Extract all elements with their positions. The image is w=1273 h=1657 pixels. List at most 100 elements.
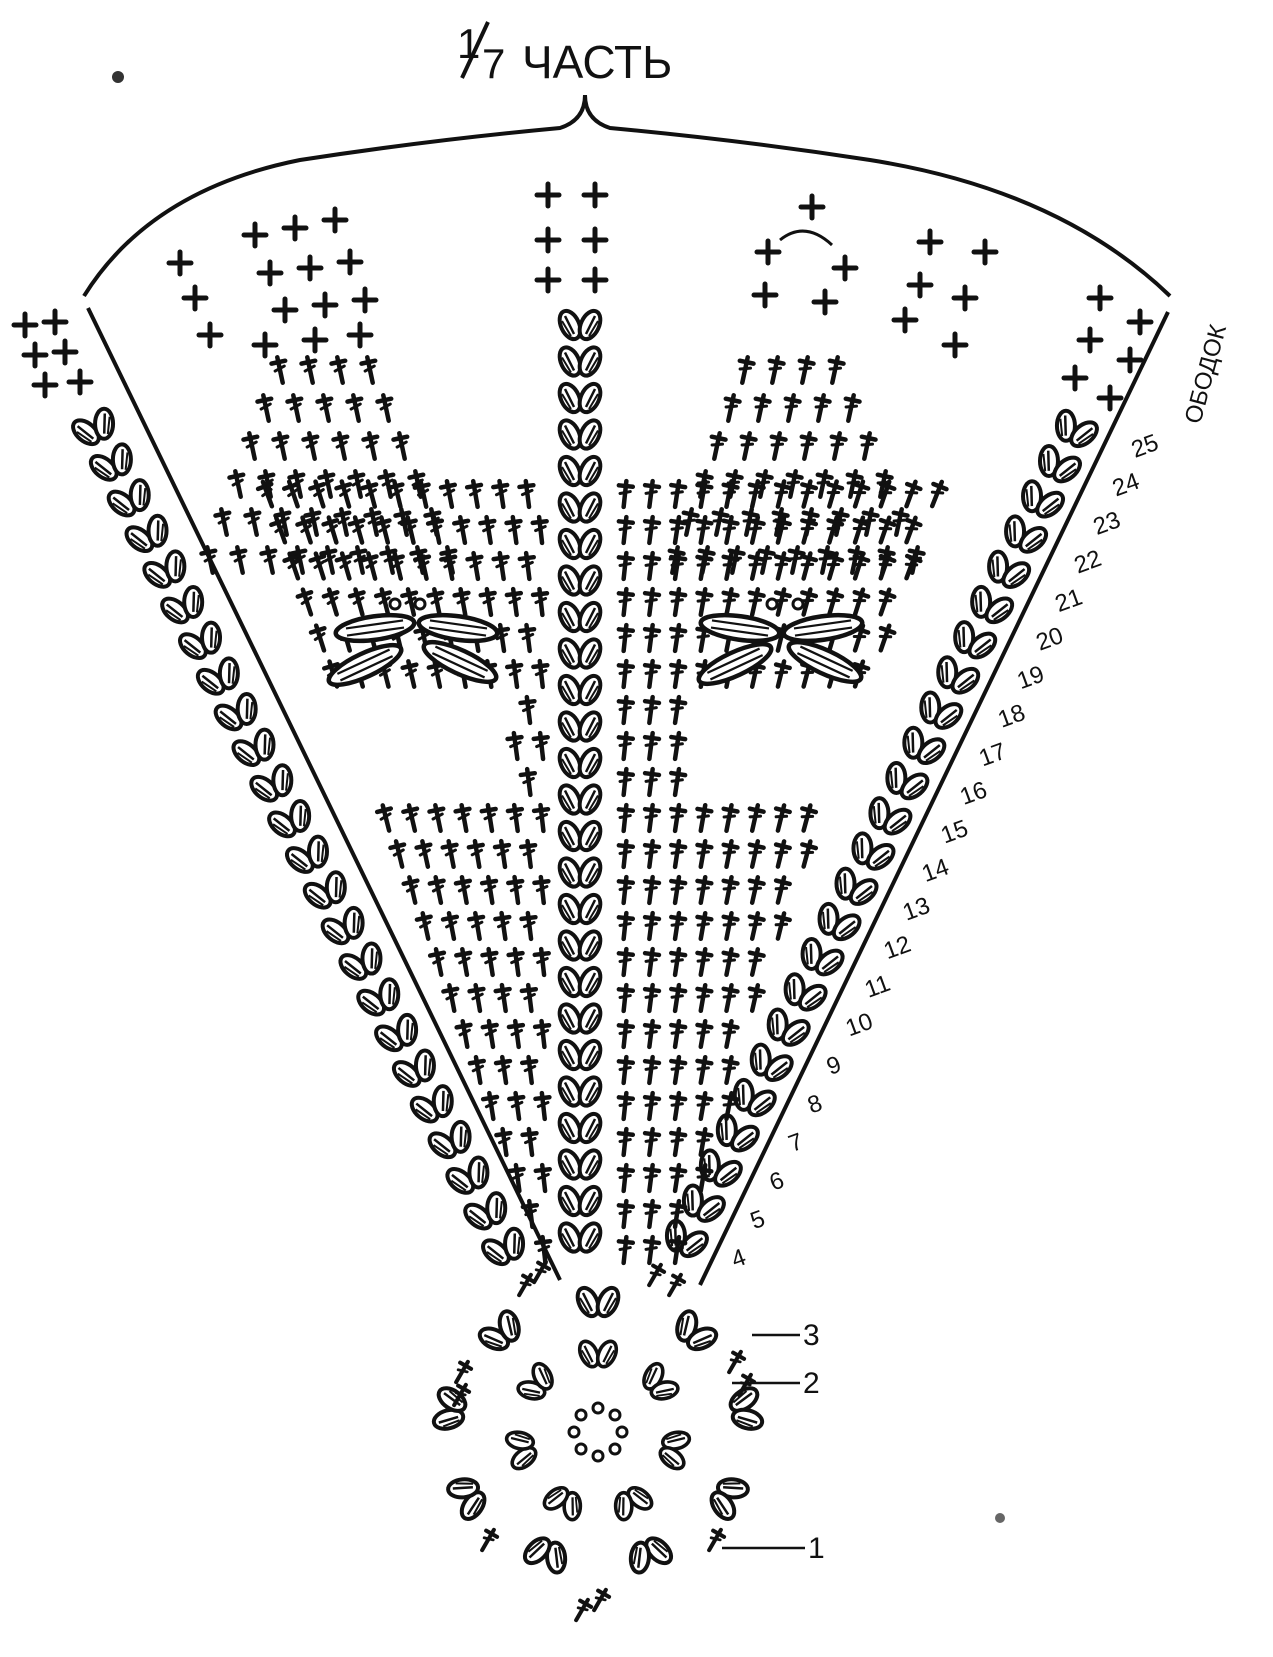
double-crochet-stitch	[823, 588, 844, 617]
double-crochet-stitch	[797, 480, 817, 509]
double-crochet-stitch	[745, 840, 764, 868]
double-crochet-stitch	[642, 948, 659, 976]
double-crochet-stitch	[519, 552, 536, 580]
chain-ring	[793, 599, 803, 609]
double-crochet-stitch	[617, 1164, 634, 1191]
row-number-label: 13	[899, 892, 933, 927]
title-fraction-denominator: 7	[482, 40, 505, 87]
chain-ring	[576, 1444, 586, 1454]
double-crochet-stitch	[228, 470, 247, 498]
double-crochet-stitch	[771, 912, 791, 941]
center-leaf-cluster	[511, 1356, 563, 1410]
fan-row-labels: 45678910111213141516171819202122232425	[728, 429, 1162, 1274]
single-crochet-cross	[14, 314, 36, 336]
double-crochet-stitch	[771, 876, 791, 905]
center-leaf-cluster	[538, 1479, 591, 1526]
outer-leaf-cluster	[574, 1285, 623, 1320]
spine-leaf-cluster	[556, 1074, 605, 1109]
row-3-label: 3	[803, 1319, 820, 1352]
double-crochet-stitch	[535, 1092, 552, 1119]
center-leaf-cluster	[633, 1356, 685, 1410]
double-crochet-stitch	[825, 356, 844, 384]
spine-leaf-cluster	[556, 1038, 605, 1073]
row-number-label: 12	[880, 931, 914, 966]
double-crochet-stitch	[926, 479, 949, 508]
double-crochet-stitch	[376, 394, 395, 422]
double-crochet-stitch	[642, 516, 659, 544]
double-crochet-stitch	[642, 1020, 659, 1048]
single-crochet-cross	[944, 334, 966, 356]
double-crochet-stitch	[533, 660, 550, 687]
title-word: ЧАСТЬ	[522, 36, 672, 88]
double-crochet-stitch	[495, 1056, 513, 1084]
double-crochet-stitch	[874, 623, 896, 652]
spine-leaf-cluster	[556, 563, 605, 598]
single-crochet-cross	[354, 289, 376, 311]
chain-ring	[593, 1451, 603, 1461]
center-leaf-cluster	[605, 1479, 658, 1526]
double-crochet-stitch	[272, 432, 291, 460]
double-crochet-stitch	[797, 552, 817, 581]
double-crochet-stitch	[429, 948, 448, 976]
double-crochet-stitch	[735, 356, 754, 384]
double-crochet-stitch	[694, 984, 712, 1012]
double-crochet-stitch	[617, 984, 634, 1011]
double-crochet-stitch	[771, 840, 791, 869]
spine-leaf-cluster	[556, 454, 605, 489]
double-crochet-stitch	[509, 1164, 526, 1192]
double-crochet-stitch	[771, 804, 791, 833]
double-crochet-stitch	[617, 1128, 634, 1155]
double-crochet-stitch	[455, 876, 473, 904]
double-crochet-stitch	[230, 546, 249, 574]
double-crochet-stitch	[694, 1056, 712, 1084]
double-crochet-stitch	[455, 948, 473, 976]
center-leaf-cluster	[576, 1338, 620, 1369]
double-crochet-stitch	[668, 768, 686, 796]
single-crochet-cross	[537, 229, 559, 251]
single-crochet-cross	[284, 217, 306, 239]
double-crochet-stitch	[765, 356, 784, 384]
double-crochet-stitch	[771, 552, 791, 581]
double-crochet-stitch	[668, 948, 686, 976]
double-crochet-stitch	[642, 696, 659, 724]
single-crochet-cross	[757, 241, 779, 263]
row-number-label: 19	[1014, 661, 1048, 696]
double-crochet-stitch	[521, 840, 538, 868]
single-crochet-cross	[24, 344, 46, 366]
double-crochet-stitch	[823, 480, 844, 509]
double-crochet-stitch	[392, 432, 411, 460]
spine-leaf-cluster	[556, 892, 605, 927]
double-crochet-stitch	[533, 732, 550, 759]
double-crochet-stitch	[507, 732, 524, 760]
double-crochet-stitch	[642, 1164, 659, 1192]
double-crochet-stitch	[508, 876, 525, 904]
double-crochet-stitch	[493, 480, 511, 508]
row-number-label: 23	[1090, 506, 1124, 541]
row-number-label: 4	[728, 1244, 750, 1274]
double-crochet-stitch	[270, 356, 289, 384]
chain-ring	[569, 1427, 579, 1437]
double-crochet-stitch	[720, 804, 739, 832]
row-number-label: 9	[823, 1051, 845, 1081]
double-crochet-stitch	[668, 1092, 686, 1120]
double-crochet-stitch	[508, 1020, 525, 1048]
double-crochet-stitch	[519, 480, 536, 508]
double-crochet-stitch	[617, 516, 634, 543]
single-crochet-cross	[894, 309, 916, 331]
double-crochet-stitch	[668, 1128, 686, 1156]
double-crochet-stitch	[571, 1597, 594, 1624]
single-crochet-cross	[349, 324, 371, 346]
big-leaf-motif	[334, 611, 416, 645]
row-number-label: 8	[804, 1089, 826, 1119]
double-crochet-stitch	[589, 1587, 612, 1614]
stitch-pattern	[14, 184, 1151, 1274]
double-crochet-stitch	[694, 1020, 712, 1048]
row-number-label: 14	[918, 853, 952, 888]
single-crochet-cross	[54, 341, 76, 363]
double-crochet-stitch	[668, 732, 686, 760]
double-crochet-stitch	[402, 804, 421, 832]
double-crochet-stitch	[721, 394, 740, 422]
double-crochet-stitch	[534, 948, 551, 975]
double-crochet-stitch	[521, 984, 538, 1012]
